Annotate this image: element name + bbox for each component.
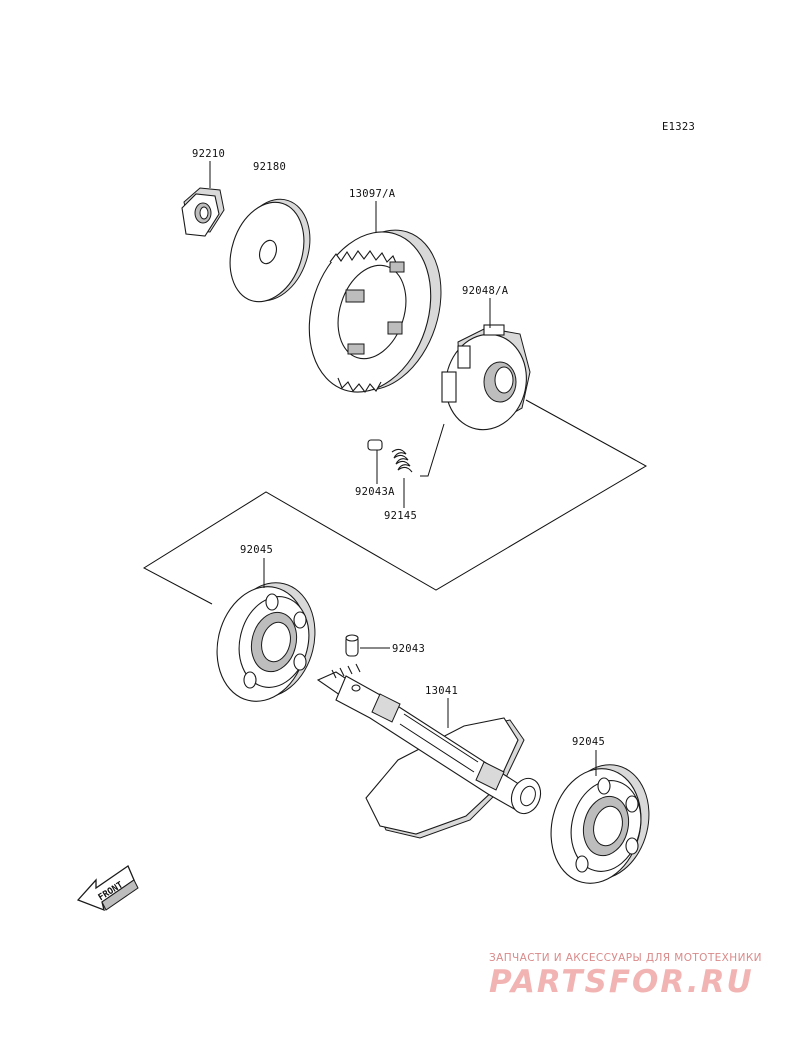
bearing-left-92045[interactable]	[205, 573, 326, 711]
pin-92043A[interactable]	[367, 439, 383, 451]
label-92045-left: 92045	[240, 544, 273, 556]
pin-92043[interactable]	[345, 634, 359, 657]
damper-92048A[interactable]	[437, 324, 535, 437]
balancer-shaft-13041[interactable]	[316, 663, 545, 839]
washer-92180[interactable]	[218, 189, 322, 311]
nut-92210[interactable]	[181, 187, 225, 237]
watermark-logo: PARTSFOR.RU	[489, 964, 754, 1000]
front-arrow-marker: FRONT	[76, 865, 139, 912]
label-13041: 13041	[425, 685, 458, 697]
gear-13097A[interactable]	[289, 215, 460, 408]
label-92043: 92043	[392, 643, 425, 655]
bearing-right-92045[interactable]	[539, 755, 660, 893]
watermark-tagline: ЗАПЧАСТИ И АКСЕССУАРЫ ДЛЯ МОТОТЕХНИКИ	[489, 952, 762, 964]
spring-92145[interactable]	[391, 448, 413, 473]
label-13097A: 13097/A	[349, 188, 396, 200]
label-92045-right: 92045	[572, 736, 605, 748]
diagram-code: E1323	[662, 121, 695, 133]
label-92210: 92210	[192, 148, 225, 160]
label-92048A: 92048/A	[462, 285, 509, 297]
label-92043A: 92043A	[355, 486, 395, 498]
label-92180: 92180	[253, 161, 286, 173]
label-92145: 92145	[384, 510, 417, 522]
leader-spring-to-damper	[420, 423, 445, 477]
assembly-outline	[142, 399, 648, 605]
